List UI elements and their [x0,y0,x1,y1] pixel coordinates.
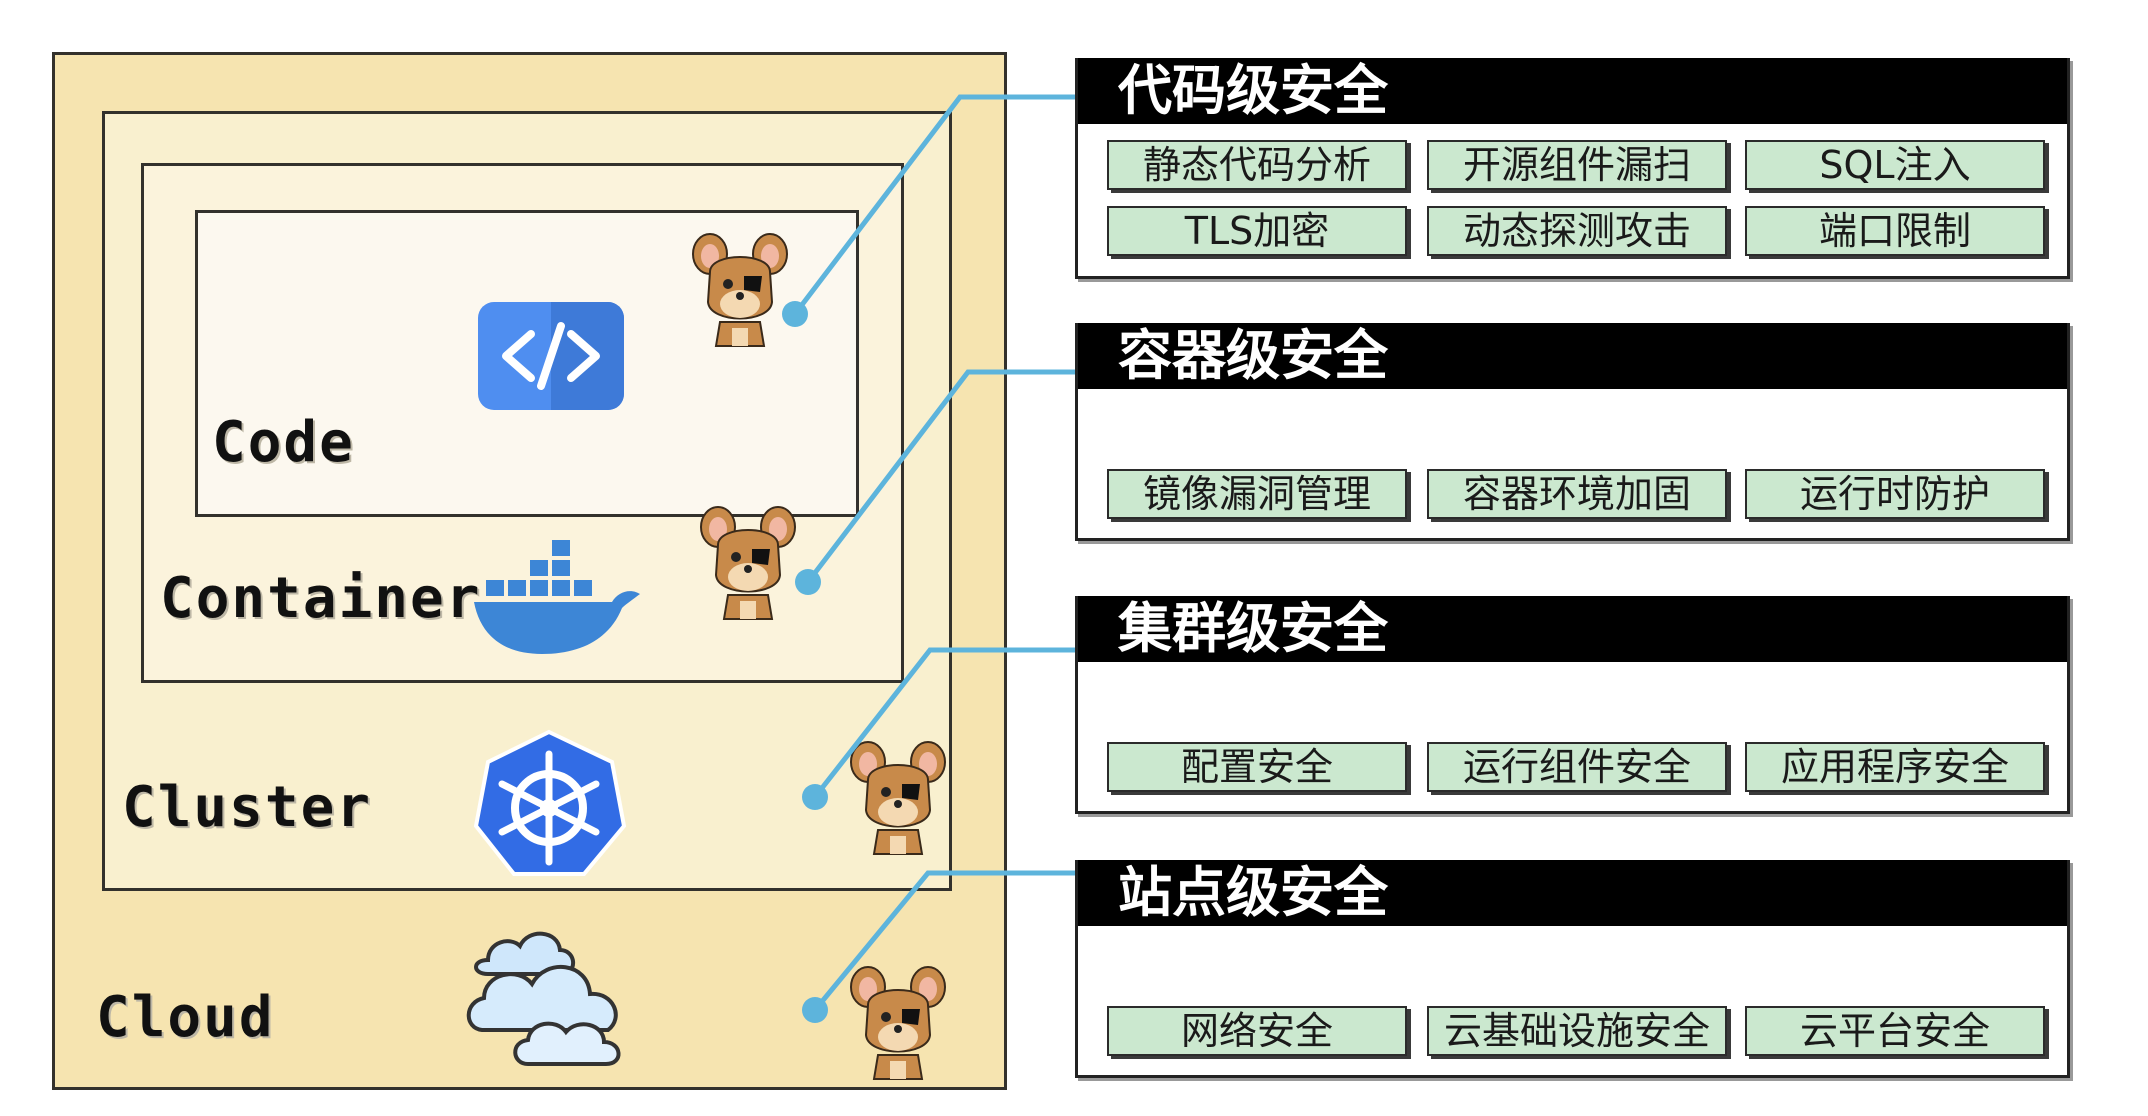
connector-cluster [812,647,1078,800]
chip: 云基础设施安全 [1427,1006,1727,1056]
kubernetes-helm-icon [473,729,627,876]
panel-title: 代码级安全 [1078,58,2067,124]
panel-title: 集群级安全 [1078,596,2067,662]
cloud-layer-label: Cloud [96,985,275,1050]
chip: 云平台安全 [1745,1006,2045,1056]
connector-dot [795,569,821,595]
chip: 静态代码分析 [1107,140,1407,190]
code-icon [478,302,624,410]
connector-code [792,94,1078,317]
connector-container [805,369,1078,585]
jerry-mouse-icon [700,506,796,620]
connector-dot [782,301,808,327]
chip: 端口限制 [1745,206,2045,256]
site-security-panel: 站点级安全 网络安全 云基础设施安全 云平台安全 [1075,860,2070,1078]
container-layer-label: Container [160,566,482,631]
connector-dot [802,997,828,1023]
chip: 开源组件漏扫 [1427,140,1727,190]
jerry-mouse-icon [850,966,946,1080]
chip: 运行组件安全 [1427,742,1727,792]
chip: TLS加密 [1107,206,1407,256]
chip: 应用程序安全 [1745,742,2045,792]
container-security-panel: 容器级安全 镜像漏洞管理 容器环境加固 运行时防护 [1075,323,2070,541]
chip: 网络安全 [1107,1006,1407,1056]
chip: 镜像漏洞管理 [1107,469,1407,519]
chip: 运行时防护 [1745,469,2045,519]
chip: SQL注入 [1745,140,2045,190]
panel-title: 站点级安全 [1078,860,2067,926]
chip: 容器环境加固 [1427,469,1727,519]
chip: 动态探测攻击 [1427,206,1727,256]
panel-title: 容器级安全 [1078,323,2067,389]
jerry-mouse-icon [850,741,946,855]
cluster-layer-label: Cluster [122,775,373,840]
docker-whale-icon [474,540,640,654]
code-security-panel: 代码级安全 静态代码分析 开源组件漏扫 SQL注入 TLS加密 动态探测攻击 端… [1075,58,2070,279]
jerry-mouse-icon [692,233,788,347]
cloud-icon [466,931,621,1066]
code-layer-label: Code [212,410,355,475]
connector-cloud [812,870,1078,1013]
cluster-security-panel: 集群级安全 配置安全 运行组件安全 应用程序安全 [1075,596,2070,814]
connector-dot [802,784,828,810]
chip: 配置安全 [1107,742,1407,792]
